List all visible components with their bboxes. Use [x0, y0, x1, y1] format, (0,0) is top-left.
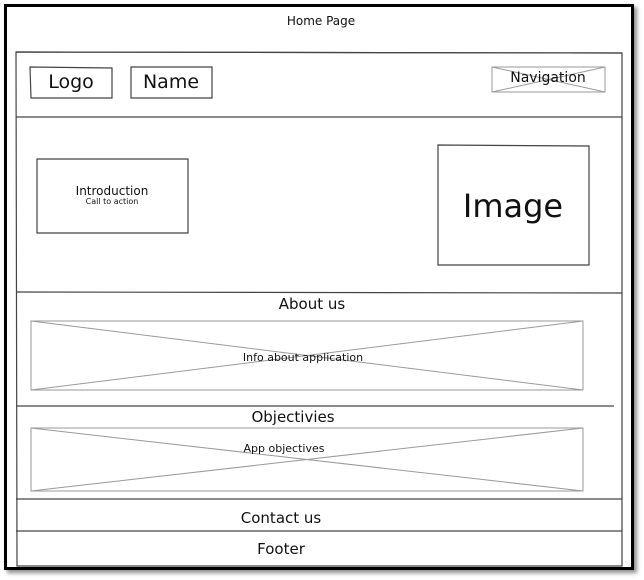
objectives-heading: Objectivies	[251, 408, 335, 426]
about-content-label: Info about application	[242, 351, 364, 364]
hero-bottom-divider	[15, 291, 623, 294]
about-heading: About us	[278, 295, 346, 313]
logo-label: Logo	[48, 71, 94, 93]
footer-label: Footer	[257, 540, 305, 558]
intro-box	[36, 158, 189, 234]
objectives-placeholder-cross	[30, 427, 584, 492]
contact-heading: Contact us	[240, 509, 322, 527]
header-section	[15, 51, 623, 118]
about-placeholder-cross	[30, 320, 584, 391]
logo-box	[29, 66, 113, 99]
name-box	[130, 66, 213, 99]
image-box	[437, 144, 590, 266]
name-label: Name	[142, 71, 200, 93]
objectives-content-label: App objectives	[243, 442, 325, 455]
navigation-placeholder-cross	[491, 66, 606, 93]
intro-title: Introduction	[75, 184, 149, 198]
navigation-label: Navigation	[510, 70, 586, 86]
page-title: Home Page	[286, 14, 356, 28]
intro-subtitle: Call to action	[85, 197, 139, 206]
image-label: Image	[462, 187, 564, 225]
